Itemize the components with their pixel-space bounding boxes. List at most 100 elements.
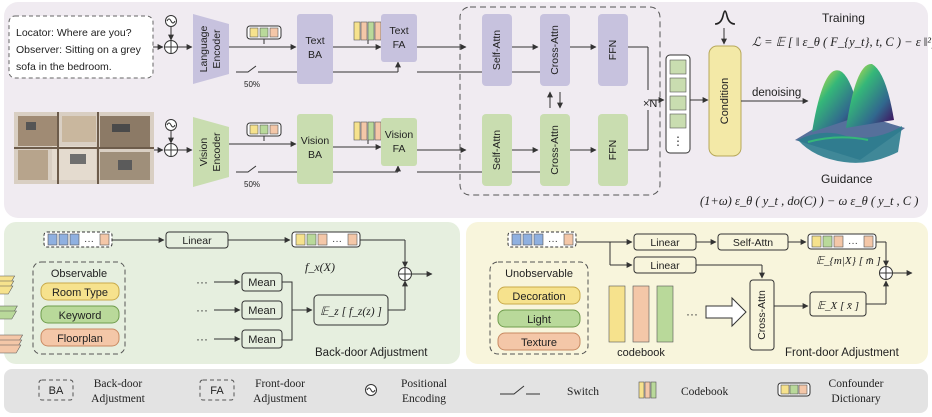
legend-ba-label-1: Back-door	[94, 378, 143, 390]
fd-self-attn-label: Self-Attn	[733, 237, 773, 249]
floorplan-item	[40, 328, 120, 347]
svg-text:···: ···	[686, 307, 698, 321]
self-attn-text-label: Self-Attn	[491, 30, 503, 70]
legend-panel	[4, 369, 928, 413]
legend-confounder-label-1: Confounder	[829, 378, 884, 390]
confounder-dictionary-icon	[246, 25, 282, 40]
loss-surface-plot	[795, 63, 905, 163]
condition-label: Condition	[719, 78, 731, 124]
fd-cross-attn-label: Cross-Attn	[756, 290, 768, 340]
guidance-formula: (1+ω) ε_θ ( y_t , do(C) ) − ω ε_θ ( y_t …	[700, 194, 918, 208]
fx-label: f_x(X)	[305, 260, 335, 274]
unobservable-box	[489, 261, 589, 355]
vision-ba-label-1: Vision	[301, 135, 330, 147]
mean-block-2	[241, 300, 283, 320]
mean-label-2: Mean	[248, 305, 276, 317]
room-type-label: Room Type	[52, 287, 108, 299]
frontdoor-caption: Front-door Adjustment	[785, 347, 900, 359]
training-label: Training	[822, 11, 865, 25]
switch-percent-bottom: 50%	[244, 180, 260, 189]
ffn-vision	[598, 114, 628, 186]
vision-ba-block	[297, 114, 333, 184]
codebook-icon	[353, 121, 382, 141]
token-stack: ⋮	[665, 54, 691, 154]
codebook-caption: codebook	[617, 347, 665, 359]
legend-fa-box	[199, 379, 235, 401]
keyword-item	[40, 305, 120, 324]
texture-label: Texture	[521, 337, 557, 349]
light-label: Light	[527, 314, 551, 326]
frontdoor-panel	[466, 222, 928, 364]
fd-linear-label-2: Linear	[650, 260, 680, 272]
legend-switch-label: Switch	[567, 386, 599, 398]
vision-fa-label-1: Vision	[385, 129, 414, 141]
bd-linear-label: Linear	[182, 235, 212, 247]
vision-encoder	[193, 117, 229, 187]
text-ba-label-2: BA	[308, 49, 322, 61]
legend-codebook-icon	[638, 381, 657, 399]
room-type-item	[40, 282, 120, 301]
dialogue-observer-2: sofa in the bedroom.	[16, 61, 112, 73]
fd-cross-attn-block	[749, 279, 775, 351]
legend-pe-label-2: Encoding	[402, 393, 446, 405]
confounder-dictionary-icon	[246, 122, 282, 137]
floorplan-image	[14, 112, 154, 184]
ffn-text-label: FFN	[607, 40, 619, 60]
repeat-label: ×N	[643, 98, 657, 110]
cross-attn-vision-label: Cross-Attn	[549, 125, 561, 175]
codebook-icon	[353, 21, 382, 41]
expectation-label: 𝔼_z [ f_z(z) ]	[320, 306, 382, 318]
svg-text:⋮: ⋮	[672, 134, 684, 148]
language-encoder-label-1: Language	[198, 25, 210, 72]
mean-label-1: Mean	[248, 277, 276, 289]
svg-text:···: ···	[196, 303, 208, 317]
vision-fa-label-2: FA	[393, 143, 406, 155]
legend-fa-label-1: Front-door	[255, 378, 305, 390]
loss-formula: ℒ = 𝔼 [ ‖ ε_θ ( F_{y_t}, t, C ) − ε ‖²₂ …	[752, 35, 932, 49]
svg-text:···: ···	[196, 275, 208, 289]
language-encoder	[193, 14, 229, 84]
yellow-feature-stack	[0, 275, 16, 295]
observable-title: Observable	[51, 268, 107, 280]
vision-fa-block	[381, 118, 417, 166]
legend-fa-box-label: FA	[210, 385, 224, 397]
cross-attn-text	[540, 14, 570, 86]
confounder-dictionary-icon: ···	[507, 231, 577, 248]
language-encoder-label-2: Encoder	[211, 29, 223, 69]
keyword-label: Keyword	[59, 310, 102, 322]
backdoor-caption: Back-door Adjustment	[315, 347, 428, 359]
decoration-label: Decoration	[512, 291, 565, 303]
legend-pe-label-1: Positional	[401, 378, 447, 390]
mean-label-3: Mean	[248, 334, 276, 346]
texture-item	[497, 332, 581, 351]
vision-ba-label-2: BA	[308, 149, 322, 161]
dialogue-observer-1: Observer: Sitting on a grey	[16, 44, 142, 56]
fx-feature-icon: ···	[291, 231, 361, 248]
backdoor-panel	[4, 222, 460, 364]
legend-switch-icon	[500, 385, 540, 395]
cross-attn-vision	[540, 114, 570, 186]
floorplan-label: Floorplan	[57, 333, 103, 345]
mean-block-3	[241, 329, 283, 349]
transformer-block	[459, 6, 661, 196]
legend-codebook-label: Codebook	[681, 386, 729, 398]
light-item	[497, 309, 581, 328]
top-panel	[4, 2, 928, 218]
legend-ba-box-label: BA	[49, 385, 64, 397]
self-attn-vision-label: Self-Attn	[491, 130, 503, 170]
vision-encoder-label-1: Vision	[198, 138, 210, 167]
orange-feature-stack	[0, 334, 24, 354]
svg-text:···: ···	[196, 332, 208, 346]
decoration-item	[497, 286, 581, 305]
denoising-label: denoising	[752, 87, 801, 99]
text-fa-label-2: FA	[393, 39, 406, 51]
svg-text:···: ···	[332, 236, 342, 247]
guidance-label: Guidance	[821, 172, 873, 186]
noise-gaussian-icon	[714, 10, 736, 25]
svg-text:···: ···	[84, 236, 94, 247]
fd-exp-top-label: 𝔼_{m|X} [ m̄ ]	[816, 255, 881, 267]
fd-output-feature-icon: ···	[807, 233, 877, 250]
confounder-dictionary-icon: ···	[43, 231, 113, 248]
text-ba-label-1: Text	[305, 35, 324, 47]
